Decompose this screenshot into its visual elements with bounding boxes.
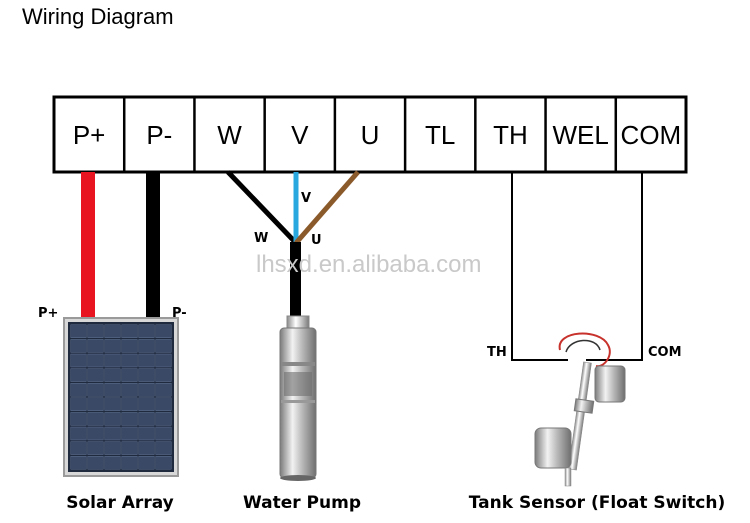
solar-cell: [138, 353, 155, 368]
terminal-label-w: W: [217, 120, 242, 150]
solar-cell: [70, 383, 87, 397]
terminal-label-th: TH: [493, 120, 528, 150]
solar-panel-image: [63, 317, 179, 477]
w-wire-label: W: [254, 231, 268, 246]
solar-cell: [70, 412, 87, 426]
solar-cell: [104, 339, 121, 353]
terminal-label-p-minus: P-: [146, 120, 172, 150]
th-wire: [511, 172, 568, 361]
p-plus-wire: [81, 172, 95, 318]
solar-cell: [70, 456, 87, 470]
solar-cell: [104, 353, 121, 368]
water-pump-image: [279, 315, 317, 481]
solar-cell: [138, 456, 155, 470]
solar-cell: [104, 426, 121, 441]
solar-cell: [87, 353, 104, 368]
solar-cell: [138, 426, 155, 441]
watermark-text: lhsxd.en.alibaba.com: [256, 251, 481, 278]
terminal-label-p-plus: P+: [73, 120, 106, 150]
solar-cell: [104, 441, 121, 455]
terminal-block: P+ P- W V U TL TH WEL COM: [52, 95, 688, 174]
solar-cell: [138, 339, 155, 353]
u-wire-label: U: [311, 233, 322, 248]
solar-cell: [155, 426, 172, 441]
terminal-labels: P+ P- W V U TL TH WEL COM: [73, 120, 681, 150]
p-plus-wire-label: P+: [38, 306, 58, 321]
u-wire: [294, 170, 360, 245]
solar-cell: [155, 324, 172, 338]
solar-cell: [155, 441, 172, 455]
solar-cell: [70, 368, 87, 382]
solar-cell: [104, 412, 121, 426]
solar-cell: [138, 441, 155, 455]
solar-cell: [121, 368, 138, 382]
solar-cell: [121, 383, 138, 397]
solar-cell: [155, 339, 172, 353]
solar-cell: [70, 324, 87, 338]
terminal-label-wel: WEL: [552, 120, 608, 150]
solar-array-caption: Solar Array: [66, 493, 173, 513]
solar-cell: [70, 441, 87, 455]
diagram-title: Wiring Diagram: [22, 4, 174, 29]
solar-cell: [104, 368, 121, 382]
solar-cell: [138, 324, 155, 338]
terminal-label-u: U: [361, 120, 380, 150]
terminal-label-com: COM: [621, 120, 682, 150]
solar-cell: [155, 397, 172, 411]
terminal-label-tl: TL: [425, 120, 455, 150]
solar-cell: [138, 383, 155, 397]
solar-cell: [121, 456, 138, 470]
solar-cell: [155, 353, 172, 368]
tank-sensor-caption: Tank Sensor (Float Switch): [469, 493, 725, 513]
solar-cell: [138, 412, 155, 426]
float-switch-image: [534, 332, 626, 487]
w-wire: [226, 170, 298, 245]
solar-cell: [138, 397, 155, 411]
solar-cell: [155, 412, 172, 426]
solar-cell: [121, 412, 138, 426]
com-wire: [586, 172, 643, 361]
solar-cell: [70, 339, 87, 353]
solar-cell: [104, 383, 121, 397]
p-minus-wire: [146, 172, 160, 318]
v-wire-label: V: [301, 191, 311, 206]
terminal-dividers: [122, 97, 618, 172]
solar-cell: [155, 456, 172, 470]
solar-cell: [155, 368, 172, 382]
th-wire-label: TH: [487, 345, 507, 360]
solar-cell: [87, 397, 104, 411]
solar-cell: [121, 324, 138, 338]
solar-cell: [121, 339, 138, 353]
solar-cell: [70, 353, 87, 368]
solar-cell: [104, 397, 121, 411]
solar-cell: [155, 383, 172, 397]
solar-cell: [121, 426, 138, 441]
solar-cell: [121, 397, 138, 411]
solar-cell: [87, 383, 104, 397]
solar-cell: [104, 456, 121, 470]
solar-cell: [121, 441, 138, 455]
solar-cell: [138, 368, 155, 382]
solar-cell: [87, 456, 104, 470]
solar-cell: [87, 368, 104, 382]
solar-cell: [87, 324, 104, 338]
solar-cell: [70, 397, 87, 411]
solar-cell: [87, 339, 104, 353]
solar-cell: [87, 426, 104, 441]
solar-cell: [87, 441, 104, 455]
water-pump-caption: Water Pump: [243, 493, 361, 513]
solar-cell: [104, 324, 121, 338]
solar-cell: [70, 426, 87, 441]
terminal-label-v: V: [291, 120, 309, 150]
solar-cell: [121, 353, 138, 368]
com-wire-label: COM: [648, 345, 682, 360]
pump-cable: [290, 242, 301, 318]
solar-cell: [87, 412, 104, 426]
